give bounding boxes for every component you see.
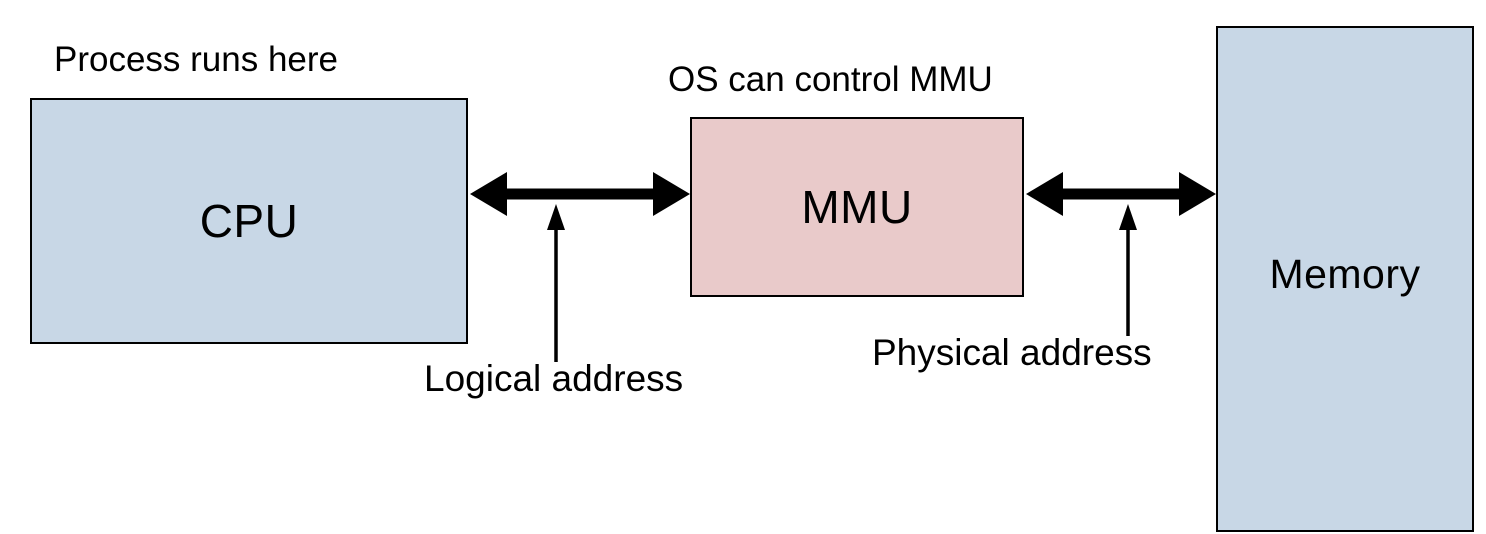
cpu-label: CPU	[199, 195, 299, 247]
cpu-mmu-double-arrow-icon	[470, 172, 690, 216]
logical-address-label: Logical address	[424, 358, 684, 399]
mmu-memory-double-arrow-icon	[1026, 172, 1216, 216]
physical-address-label: Physical address	[872, 332, 1152, 373]
cpu-annotation: Process runs here	[54, 40, 339, 79]
mmu-label: MMU	[801, 181, 913, 233]
mmu-annotation: OS can control MMU	[668, 60, 993, 99]
memory-label: Memory	[1269, 250, 1421, 297]
memory-box: Memory	[1216, 26, 1474, 532]
physical-address-pointer-arrow-icon	[1119, 204, 1137, 336]
mmu-box: MMU	[690, 117, 1024, 297]
logical-address-pointer-arrow-icon	[547, 204, 565, 362]
cpu-box: CPU	[30, 98, 468, 344]
